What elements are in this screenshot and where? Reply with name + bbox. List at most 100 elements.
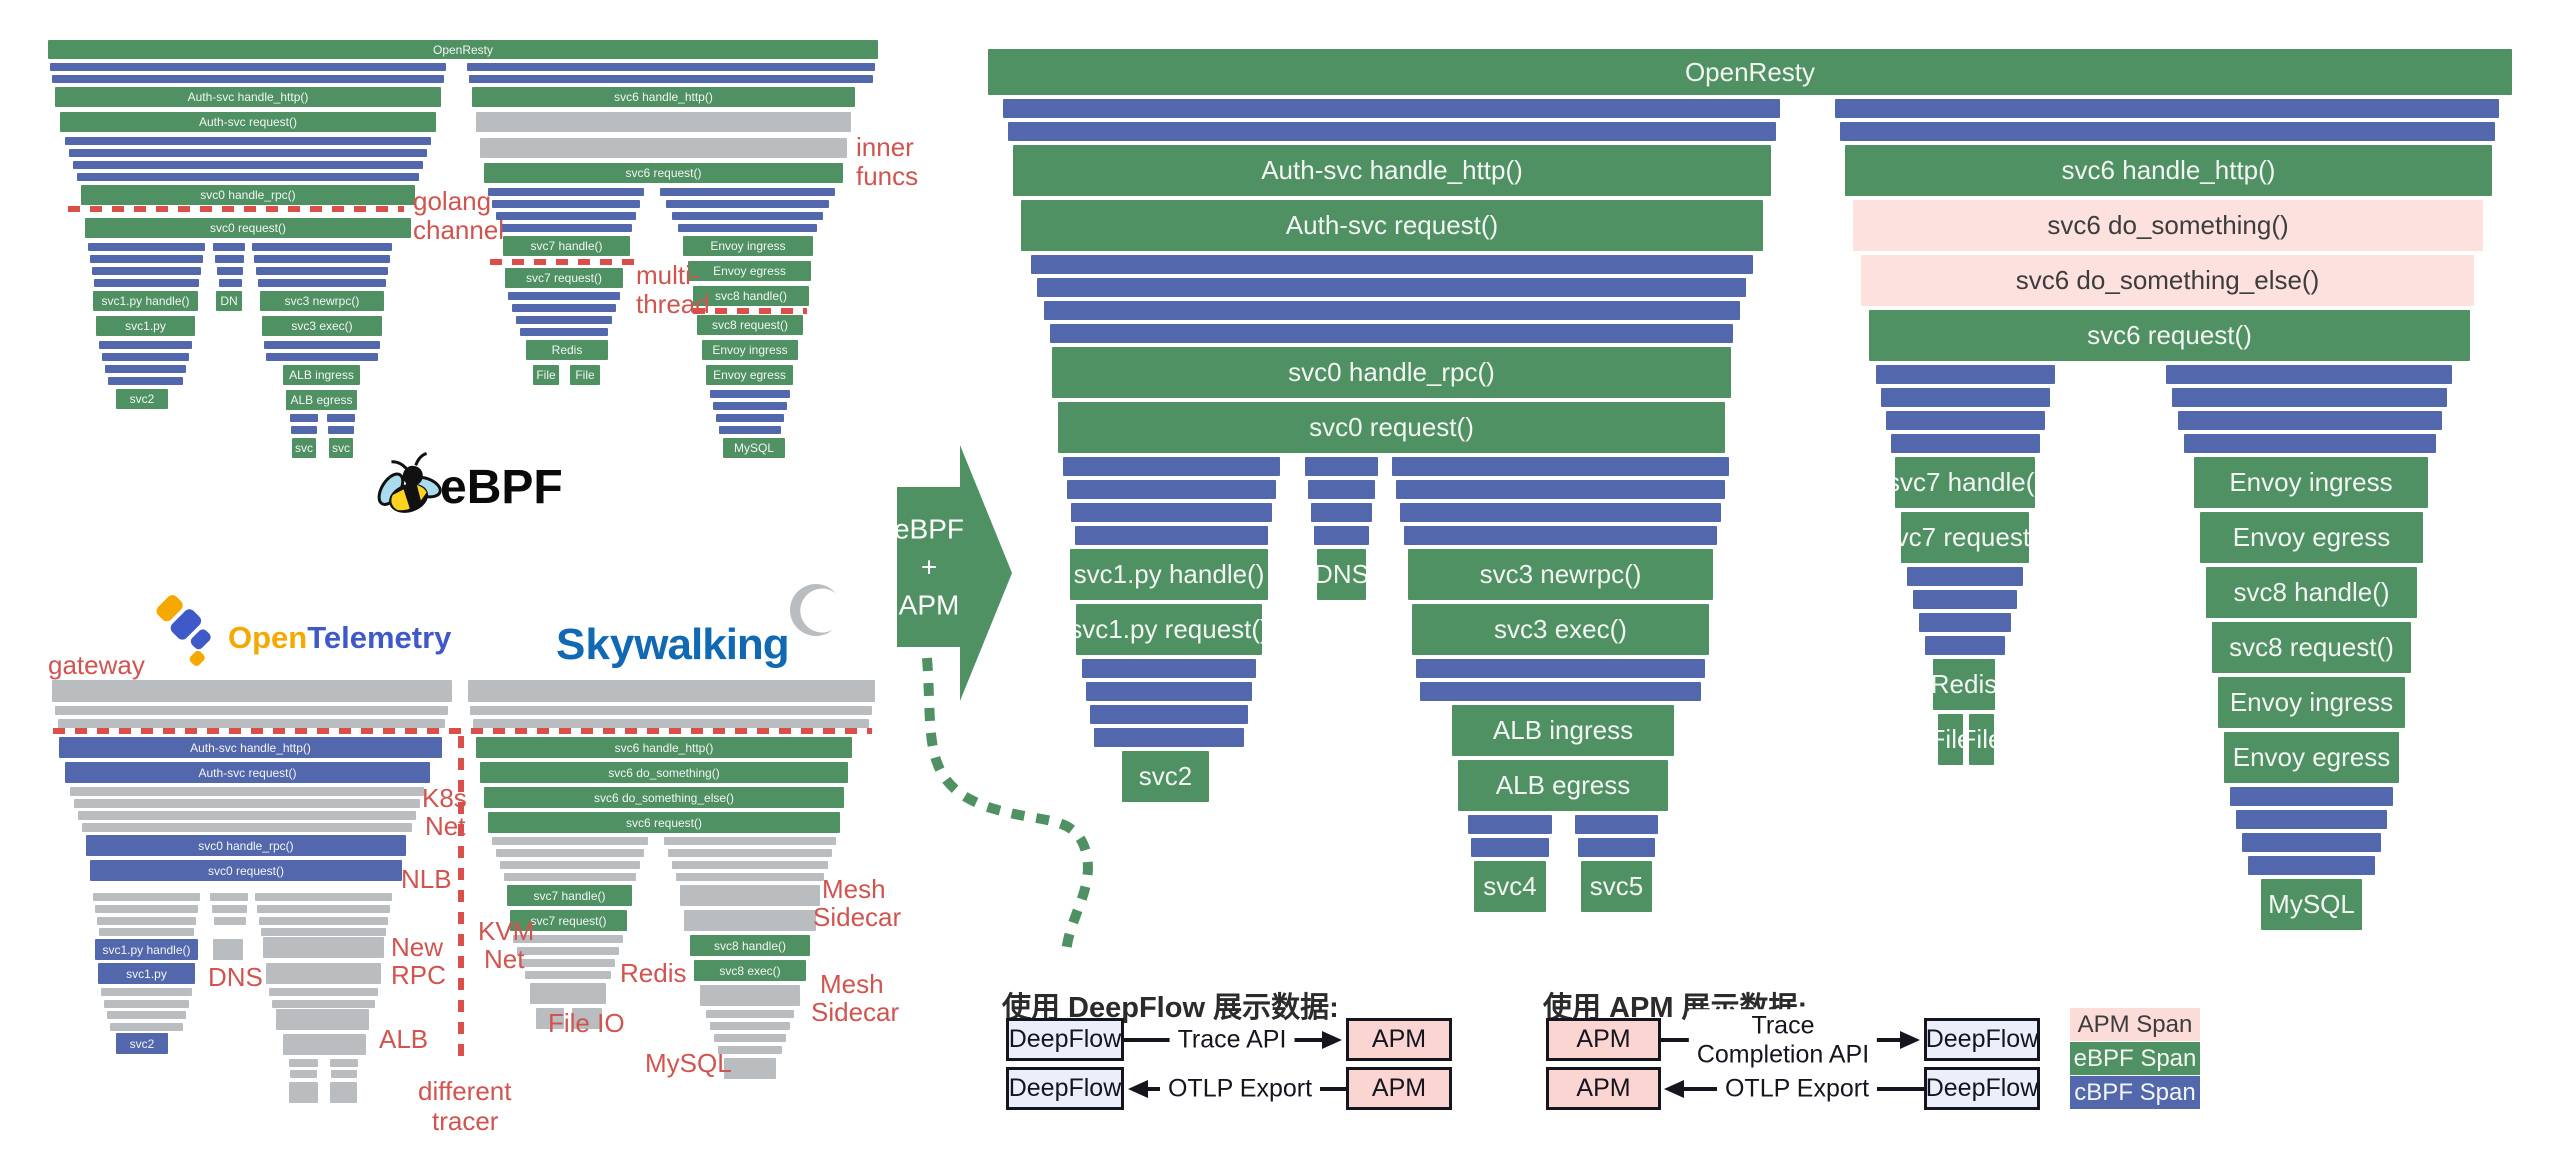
- flame-bar: [496, 849, 644, 857]
- flame-bar: [1925, 636, 2005, 655]
- flame-bar: [82, 823, 412, 832]
- flame-bar: [266, 963, 381, 984]
- flame-bar: Auth-svc request(): [1021, 200, 1763, 251]
- flame-bar: [1404, 526, 1717, 545]
- flame-bar: [93, 893, 200, 901]
- flame-bar: File: [1938, 714, 1963, 765]
- flame-bar: Envoy ingress: [683, 236, 813, 256]
- flame-bar: svc8 handle(): [2206, 567, 2417, 618]
- flame-bar: Envoy egress: [2200, 512, 2423, 563]
- flame-bar: [105, 365, 186, 373]
- flame-bar: [496, 212, 636, 220]
- flame-bar: [272, 1000, 375, 1008]
- flame-bar: [328, 426, 354, 434]
- flame-bar: svc8 handle(): [693, 286, 809, 306]
- annotation: Sidecar: [811, 997, 900, 1027]
- annotation: DNS: [208, 962, 263, 992]
- flame-bar: svc8 exec(): [694, 960, 806, 981]
- flame-bar: svc6 handle_http(): [1845, 145, 2492, 196]
- flame-bar: [52, 75, 444, 83]
- flame-bar: [73, 161, 423, 169]
- flame-bar: MySQL: [2261, 879, 2362, 930]
- flame-bar: svc0 handle_rpc(): [81, 185, 415, 205]
- opentelemetry-icon: [156, 595, 211, 666]
- flame-bar: [700, 985, 800, 1006]
- annotation: KVM: [478, 916, 535, 946]
- annotation: K8s: [422, 783, 467, 813]
- flame-bar: svc6 request(): [484, 163, 843, 183]
- red-dashed-line: [68, 206, 404, 212]
- flame-bar: svc2: [116, 1033, 168, 1054]
- flame-bar: svc7 request(): [510, 910, 627, 931]
- flame-bar: [719, 426, 781, 434]
- flame-bar: [50, 63, 446, 71]
- flame-bar: [480, 138, 847, 158]
- flame-bar: [1420, 682, 1701, 701]
- flame-bar: [69, 149, 427, 157]
- flame-bar: [2178, 411, 2442, 430]
- flame-bar: [500, 224, 632, 232]
- flame-bar: [525, 971, 611, 979]
- flame-bar: svc0 handle_rpc(): [1052, 347, 1731, 398]
- flame-bar: svc8 request(): [697, 315, 803, 335]
- flame-bar: svc8 handle(): [690, 935, 810, 956]
- flame-bar: [252, 243, 392, 251]
- annotation: thread: [636, 289, 710, 319]
- flame-bar: [101, 988, 192, 996]
- flame-bar: [572, 1008, 602, 1029]
- flame-bar: [714, 1034, 786, 1042]
- flame-bar: [289, 1082, 318, 1103]
- flame-bar: [1308, 480, 1375, 499]
- flame-bar: [219, 279, 242, 287]
- flame-bar: [1396, 480, 1725, 499]
- flame-bar: [263, 937, 384, 958]
- flame-bar: [513, 935, 623, 943]
- flame-bar: [521, 959, 615, 967]
- flame-bar: svc1.py handle(): [1070, 549, 1268, 600]
- flame-bar: [508, 292, 620, 300]
- flame-bar: [259, 917, 388, 925]
- flame-bar: [520, 328, 608, 336]
- flame-bar: DNS: [1317, 549, 1366, 600]
- flame-bar: [2184, 434, 2436, 453]
- ebpf-apm-arrow-label: eBPF + APM: [893, 513, 965, 620]
- flame-bar: [256, 267, 388, 275]
- apm-box: APM: [1346, 1067, 1452, 1110]
- flame-bar: [1037, 278, 1746, 297]
- flame-bar: [55, 706, 448, 715]
- flame-bar: [212, 905, 247, 913]
- flame-bar: [215, 255, 244, 263]
- flame-bar: [107, 1011, 186, 1019]
- trace-api-label: Trace API: [1169, 1023, 1295, 1057]
- flame-bar: svc3 exec(): [262, 316, 382, 336]
- flame-bar: [213, 243, 245, 251]
- flame-bar: [1891, 434, 2040, 453]
- flame-bar: ALB egress: [1458, 760, 1668, 811]
- flame-bar: OpenResty: [48, 40, 878, 59]
- flame-bar: [1840, 122, 2495, 141]
- trace-api-arrowhead: [1322, 1031, 1342, 1049]
- red-dashed-line: [53, 728, 872, 734]
- flame-bar: [1071, 503, 1272, 522]
- flame-bar: [92, 267, 201, 275]
- flame-bar: Envoy ingress: [2218, 677, 2405, 728]
- flame-bar: [327, 414, 355, 422]
- flame-bar: svc6 handle_http(): [472, 87, 855, 107]
- red-dashed-line: [693, 308, 807, 314]
- flame-bar: Auth-svc request(): [60, 112, 436, 132]
- flame-bar: svc6 do_something(): [1853, 200, 2483, 251]
- flame-bar: [2166, 365, 2452, 384]
- flame-bar: [517, 947, 619, 955]
- flame-bar: [1305, 457, 1378, 476]
- annotation: Net: [425, 811, 466, 841]
- flame-bar: [2172, 388, 2447, 407]
- flame-bar: [666, 200, 829, 208]
- flame-bar: [713, 402, 787, 410]
- flame-bar: [1392, 457, 1729, 476]
- flame-bar: [668, 849, 832, 857]
- flame-bar: [473, 719, 869, 728]
- annotation: Mesh: [820, 969, 884, 999]
- flame-bar: [684, 910, 816, 931]
- flame-bar: svc6 do_something_else(): [1861, 255, 2474, 306]
